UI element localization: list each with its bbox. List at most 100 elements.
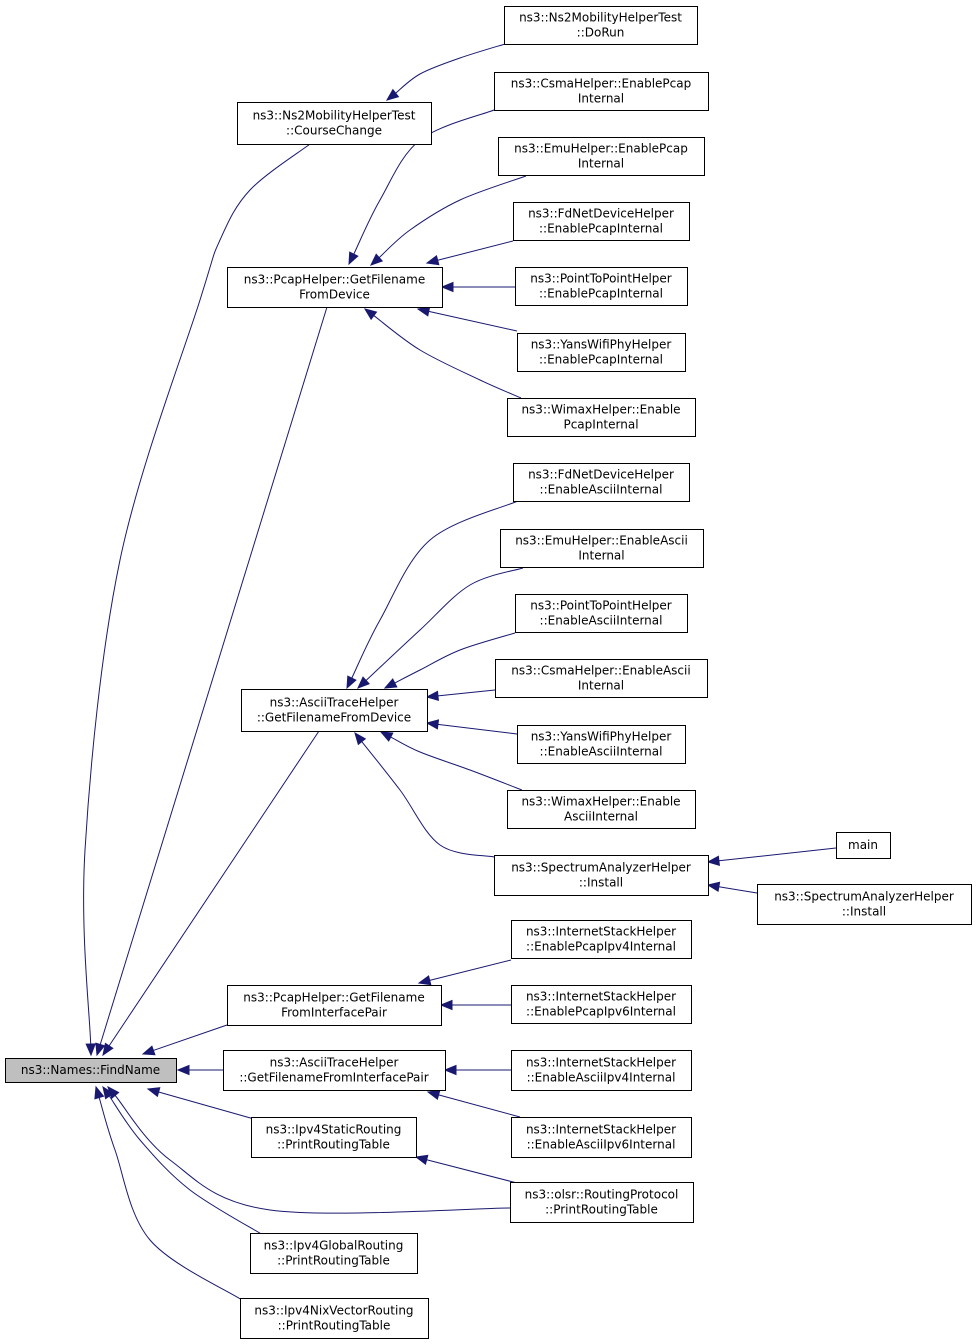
node-label: ::PrintRoutingTable (278, 1319, 391, 1333)
node-p2pascii[interactable]: ns3::PointToPointHelper::EnableAsciiInte… (515, 594, 688, 633)
arrowhead-ns2dorun-to-ns2course (385, 88, 400, 101)
node-pcapdev[interactable]: ns3::PcapHelper::GetFilenameFromDevice (227, 267, 443, 308)
node-label: FromInterfacePair (281, 1006, 387, 1020)
node-wimaxpcap[interactable]: ns3::WimaxHelper::EnablePcapInternal (507, 398, 696, 437)
edge-specinst1-to-asciidev (361, 741, 495, 858)
node-findname[interactable]: ns3::Names::FindName (5, 1058, 177, 1083)
node-emupcap[interactable]: ns3::EmuHelper::EnablePcapInternal (498, 137, 705, 176)
node-pcappair[interactable]: ns3::PcapHelper::GetFilenameFromInterfac… (227, 985, 442, 1026)
node-p2ppcap[interactable]: ns3::PointToPointHelper::EnablePcapInter… (515, 267, 688, 306)
node-box (498, 137, 705, 176)
node-box (511, 920, 692, 959)
node-wimaxascii[interactable]: ns3::WimaxHelper::EnableAsciiInternal (507, 790, 696, 829)
arrowhead-isphascii6-to-asciipair (426, 1089, 441, 1101)
edge-ns2course-to-findname (83, 143, 311, 1045)
node-ns2course[interactable]: ns3::Ns2MobilityHelperTest::CourseChange (237, 102, 432, 145)
arrowhead-isphpcap4-to-pcappair (417, 975, 432, 986)
node-label: ::EnablePcapIpv4Internal (526, 940, 676, 954)
arrowhead-yansascii-to-asciidev (425, 719, 440, 730)
node-label: ::EnablePcapInternal (539, 222, 663, 236)
node-yanspcap[interactable]: ns3::YansWifiPhyHelper::EnablePcapIntern… (517, 333, 686, 372)
edges-layer (83, 43, 837, 1301)
node-asciipair[interactable]: ns3::AsciiTraceHelper::GetFilenameFromIn… (223, 1050, 446, 1091)
node-specinst1[interactable]: ns3::SpectrumAnalyzerHelper::Install (494, 855, 709, 896)
node-box (495, 659, 708, 698)
node-label: Internal (578, 92, 624, 106)
node-emuascii[interactable]: ns3::EmuHelper::EnableAsciiInternal (500, 529, 704, 568)
node-label: ns3::CsmaHelper::EnableAscii (511, 664, 690, 678)
node-box (517, 333, 686, 372)
node-label: ::EnableAsciiIpv6Internal (527, 1138, 676, 1152)
arrowhead-isphascii4-to-asciipair (443, 1064, 457, 1076)
node-label: AsciiInternal (564, 810, 638, 824)
node-label: ::GetFilenameFromInterfacePair (239, 1071, 428, 1085)
node-label: ::EnablePcapInternal (539, 353, 663, 367)
node-box (511, 1050, 692, 1091)
node-box (227, 267, 443, 308)
arrowhead-emuascii-to-asciidev (357, 676, 370, 689)
arrowhead-ipv4nix-to-findname (94, 1085, 105, 1100)
node-yansascii[interactable]: ns3::YansWifiPhyHelper::EnableAsciiInter… (517, 725, 686, 764)
node-csmaascii[interactable]: ns3::CsmaHelper::EnableAsciiInternal (495, 659, 708, 698)
node-label: ns3::EmuHelper::EnableAscii (515, 534, 688, 548)
node-fdascii[interactable]: ns3::FdNetDeviceHelper::EnableAsciiInter… (513, 463, 690, 502)
node-label: Internal (578, 549, 624, 563)
node-ns2dorun[interactable]: ns3::Ns2MobilityHelperTest::DoRun (504, 6, 698, 45)
node-label: ::GetFilenameFromDevice (257, 711, 411, 725)
node-isphascii4[interactable]: ns3::InternetStackHelper::EnableAsciiIpv… (511, 1050, 692, 1091)
node-specinst2[interactable]: ns3::SpectrumAnalyzerHelper::Install (757, 884, 972, 925)
node-label: ::PrintRoutingTable (545, 1203, 658, 1217)
arrowhead-isphpcap6-to-pcappair (439, 999, 453, 1011)
node-main[interactable]: main (836, 832, 891, 859)
arrowhead-wimaxascii-to-asciidev (379, 731, 394, 742)
node-box (5, 1058, 177, 1083)
arrowhead-csmapcap-to-pcapdev (348, 251, 359, 266)
node-box (240, 1298, 429, 1339)
node-csmapcap[interactable]: ns3::CsmaHelper::EnablePcapInternal (494, 72, 709, 111)
edge-fdpcap-to-pcapdev (437, 240, 514, 261)
arrowhead-wimaxpcap-to-pcapdev (363, 308, 378, 321)
node-label: ns3::PointToPointHelper (530, 599, 672, 613)
edge-wimaxpcap-to-pcapdev (373, 315, 522, 399)
node-label: ns3::EmuHelper::EnablePcap (514, 142, 688, 156)
node-box (223, 1050, 446, 1091)
node-isphpcap6[interactable]: ns3::InternetStackHelper::EnablePcapIpv6… (511, 985, 692, 1024)
node-label: ns3::YansWifiPhyHelper (531, 730, 672, 744)
node-isphpcap4[interactable]: ns3::InternetStackHelper::EnablePcapIpv4… (511, 920, 692, 959)
node-ipv4nix[interactable]: ns3::Ipv4NixVectorRouting::PrintRoutingT… (240, 1298, 429, 1339)
node-label: ::PrintRoutingTable (277, 1254, 390, 1268)
node-olsr[interactable]: ns3::olsr::RoutingProtocol::PrintRouting… (510, 1182, 694, 1223)
node-box (517, 725, 686, 764)
node-isphascii6[interactable]: ns3::InternetStackHelper::EnableAsciiIpv… (511, 1117, 692, 1158)
arrowhead-p2ppcap-to-pcapdev (440, 281, 454, 293)
node-box (511, 985, 692, 1024)
edge-ipv4nix-to-findname (98, 1097, 243, 1301)
node-ipv4static[interactable]: ns3::Ipv4StaticRouting::PrintRoutingTabl… (251, 1117, 417, 1158)
edge-fdascii-to-asciidev (351, 500, 519, 679)
node-label: ns3::InternetStackHelper (526, 925, 676, 939)
arrowhead-fdpcap-to-pcapdev (425, 255, 440, 266)
edge-pcappair-to-findname (153, 1024, 228, 1051)
node-label: ns3::SpectrumAnalyzerHelper (774, 890, 954, 904)
edge-pcapdev-to-findname (99, 306, 328, 1045)
node-fdpcap[interactable]: ns3::FdNetDeviceHelper::EnablePcapIntern… (513, 202, 690, 241)
node-label: ns3::PcapHelper::GetFilename (243, 991, 424, 1005)
arrowhead-olsr-to-ipv4static (414, 1154, 429, 1165)
node-label: ::PrintRoutingTable (277, 1138, 390, 1152)
edge-emuascii-to-asciidev (365, 567, 524, 681)
node-label: ns3::Ipv4StaticRouting (266, 1123, 402, 1137)
node-label: ::EnableAsciiInternal (540, 614, 663, 628)
node-box (507, 790, 696, 829)
node-ipv4global[interactable]: ns3::Ipv4GlobalRouting::PrintRoutingTabl… (250, 1233, 418, 1274)
node-box (504, 6, 698, 45)
arrowhead-pcappair-to-findname (141, 1045, 156, 1056)
node-asciidev[interactable]: ns3::AsciiTraceHelper::GetFilenameFromDe… (241, 689, 428, 732)
node-label: main (848, 838, 878, 852)
edge-csmaascii-to-asciidev (437, 689, 496, 697)
node-label: ns3::Ipv4GlobalRouting (264, 1239, 404, 1253)
arrowhead-asciidev-to-findname (102, 1042, 114, 1057)
node-label: ns3::Ns2MobilityHelperTest (519, 11, 682, 25)
node-label: ns3::Ns2MobilityHelperTest (253, 109, 416, 123)
edge-csmapcap-to-pcapdev (353, 109, 495, 255)
